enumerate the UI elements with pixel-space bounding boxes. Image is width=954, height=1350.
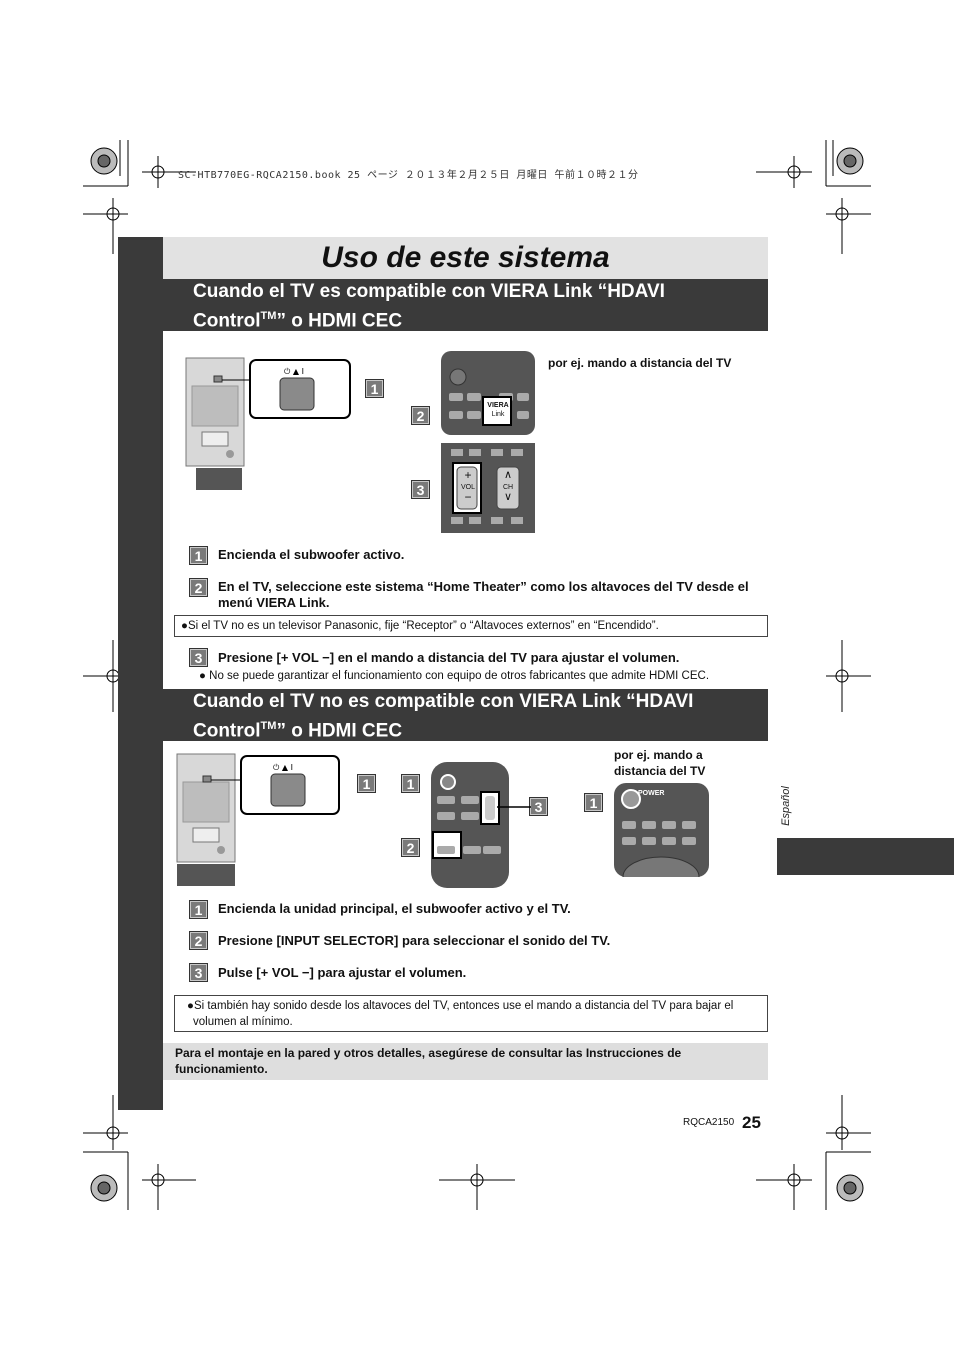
illus2-step-1c: 1 — [584, 793, 603, 812]
vol-button-label: VOL — [460, 484, 475, 491]
section1-heading-line1: Cuando el TV es compatible con VIERA Lin… — [193, 281, 665, 302]
section2-step-3-number: 3 — [189, 963, 208, 982]
section2-heading: Cuando el TV no es compatible con VIERA … — [163, 689, 768, 741]
ch-up-icon: ∧ — [503, 469, 513, 481]
illus-step-1: 1 — [365, 379, 384, 398]
section2-remote-caption-line2: distancia del TV — [614, 764, 706, 778]
section1-note-box: ●Si el TV no es un televisor Panasonic, … — [174, 615, 768, 637]
footer-note: Para el montaje en la pared y otros deta… — [163, 1043, 768, 1080]
print-header: SC-HTB770EG-RQCA2150.book 25 ページ ２０１３年２月… — [178, 170, 639, 181]
section1-heading-line2: ControlTM” o HDMI CEC — [193, 310, 403, 332]
vol-plus-icon: + — [464, 468, 472, 482]
ch-down-icon: ∨ — [503, 491, 513, 503]
page-title: Uso de este sistema — [321, 241, 610, 274]
viera-button-label: VIERA — [487, 402, 509, 409]
vol-minus-icon: − — [464, 490, 472, 504]
step3-pointer-line — [497, 806, 531, 808]
section2-note-box: ●Si también hay sonido desde los altavoc… — [174, 995, 768, 1032]
section2-step-1-number: 1 — [189, 900, 208, 919]
section1-step-2-text: En el TV, seleccione este sistema “Home … — [218, 579, 749, 610]
illus-step-3: 3 — [411, 480, 430, 499]
illus2-step-1a: 1 — [357, 774, 376, 793]
section1-heading: Cuando el TV es compatible con VIERA Lin… — [163, 279, 768, 331]
section2-step-2-number: 2 — [189, 931, 208, 950]
page-number: 25 — [742, 1113, 761, 1132]
section2-heading-line2: ControlTM” o HDMI CEC — [193, 720, 403, 742]
illus2-step-3: 3 — [529, 797, 548, 816]
section1-step-1-text: Encienda el subwoofer activo. — [218, 547, 405, 562]
document-code: RQCA2150 — [683, 1117, 735, 1128]
section1-step-3-text: Presione [+ VOL −] en el mando a distanc… — [218, 650, 680, 665]
section1-step-1-number: 1 — [189, 546, 208, 565]
left-side-bar — [118, 237, 163, 1110]
language-label: Español — [780, 786, 792, 826]
section2-step-2-text: Presione [INPUT SELECTOR] para seleccion… — [218, 933, 611, 948]
illus2-step-2: 2 — [401, 838, 420, 857]
section2-heading-line1: Cuando el TV no es compatible con VIERA … — [193, 691, 694, 712]
section2-step-1-text: Encienda la unidad principal, el subwoof… — [218, 901, 571, 916]
subwoofer-illustration: ⏻ ▲ Ⅰ — [185, 357, 351, 490]
subwoofer-illustration-2: ⏻ ▲ Ⅰ — [176, 753, 340, 886]
section1-step-3-number: 3 — [189, 648, 208, 667]
section1-step-2-number: 2 — [189, 578, 208, 597]
illus2-step-1b: 1 — [401, 774, 420, 793]
svg-text:⏻ ▲ Ⅰ: ⏻ ▲ Ⅰ — [273, 763, 293, 772]
section1-remote-caption: por ej. mando a distancia del TV — [548, 356, 732, 370]
ch-button-label: CH — [502, 484, 514, 491]
section1-step-3-note: ● No se puede garantizar el funcionamien… — [199, 670, 710, 682]
tv-remote-viera-illustration — [441, 351, 535, 533]
power-label: POWER — [638, 790, 665, 797]
link-button-label: Link — [491, 411, 505, 418]
illus-step-2: 2 — [411, 406, 430, 425]
system-remote-illustration — [431, 762, 509, 888]
language-tab — [777, 838, 954, 875]
section2-remote-caption-line1: por ej. mando a — [614, 748, 703, 762]
section2-step-3-text: Pulse [+ VOL −] para ajustar el volumen. — [218, 965, 467, 980]
tv-remote-power-illustration — [614, 783, 709, 877]
svg-text:⏻ ▲ Ⅰ: ⏻ ▲ Ⅰ — [284, 367, 304, 376]
title-band — [163, 237, 768, 279]
